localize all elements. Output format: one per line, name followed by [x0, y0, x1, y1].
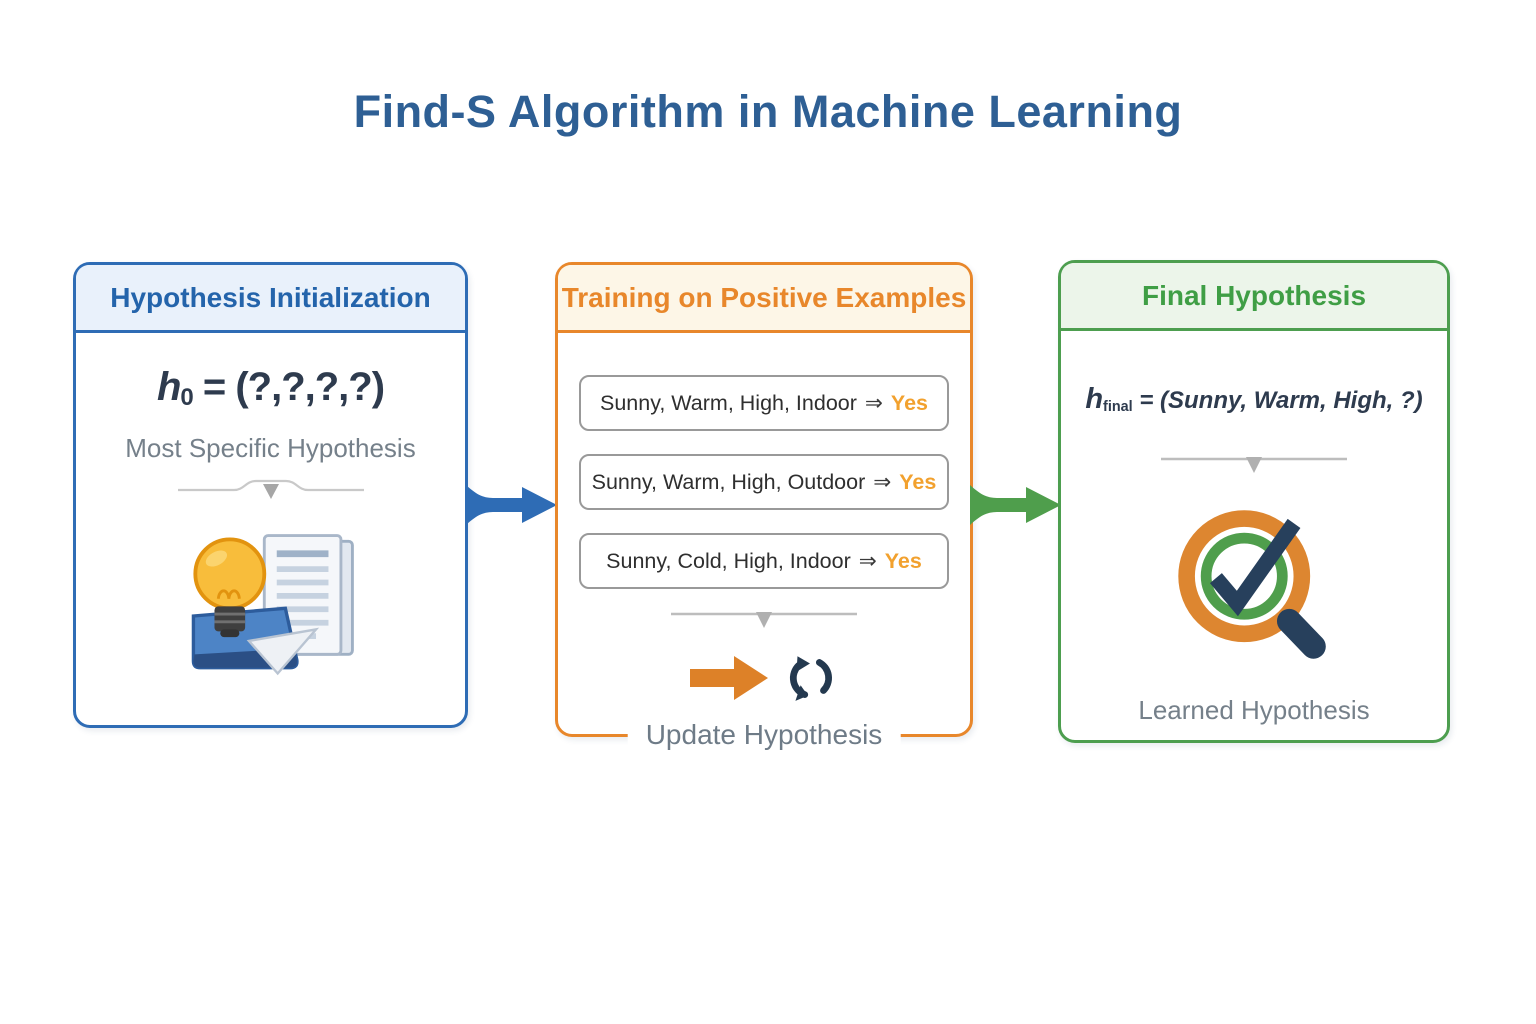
- panel-final-header: Final Hypothesis: [1061, 263, 1447, 331]
- page-title: Find-S Algorithm in Machine Learning: [353, 86, 1183, 137]
- formula-rhs: = (?,?,?,?): [202, 365, 385, 409]
- orange-right-arrow-icon: [690, 656, 768, 700]
- divider-arrow-icon: [671, 612, 857, 628]
- panel-final-hypothesis: Final Hypothesis hfinal = (Sunny, Warm, …: [1058, 260, 1450, 743]
- training-example-row: Sunny, Cold, High, Indoor ⇒ Yes: [579, 533, 949, 589]
- implies-glyph: ⇒: [873, 469, 892, 494]
- formula-rhs: = (Sunny, Warm, High, ?): [1139, 387, 1423, 414]
- divider-arrow-icon: [1161, 457, 1347, 473]
- panel-training-title: Training on Positive Examples: [561, 281, 967, 313]
- formula-subscript: final: [1103, 399, 1133, 416]
- example-condition: Sunny, Warm, High, Outdoor: [591, 469, 866, 494]
- example-condition: Sunny, Warm, High, Indoor: [599, 390, 857, 415]
- update-hypothesis-label: Update Hypothesis: [627, 717, 901, 753]
- panel-training-header: Training on Positive Examples: [558, 265, 970, 333]
- implies-glyph: ⇒: [858, 548, 877, 573]
- formula-variable: h: [1085, 383, 1104, 415]
- blue-flow-arrow-icon: [466, 485, 557, 525]
- training-example-row: Sunny, Warm, High, Indoor ⇒ Yes: [579, 375, 949, 431]
- panel-final-title: Final Hypothesis: [1141, 279, 1367, 311]
- panel-hypothesis-initialization: Hypothesis Initialization h0 = (?,?,?,?)…: [73, 262, 468, 728]
- refresh-icon: [789, 656, 832, 701]
- example-result: Yes: [899, 469, 937, 494]
- final-hypothesis-formula: hfinal = (Sunny, Warm, High, ?): [1085, 381, 1422, 422]
- update-hypothesis-row: [690, 651, 838, 705]
- panel-initialization-title: Hypothesis Initialization: [110, 281, 431, 313]
- training-example-row: Sunny, Warm, High, Outdoor ⇒ Yes: [579, 454, 949, 510]
- divider-arrow-icon: [177, 479, 364, 499]
- implies-glyph: ⇒: [864, 390, 883, 415]
- formula-subscript: 0: [180, 384, 193, 412]
- initialization-caption: Most Specific Hypothesis: [125, 433, 416, 463]
- green-flow-arrow-icon: [970, 485, 1061, 525]
- magnifier-check-icon: [1178, 510, 1326, 659]
- example-condition: Sunny, Cold, High, Indoor: [606, 548, 851, 573]
- formula-variable: h: [156, 365, 181, 409]
- lightbulb-folder-document-icon: [191, 534, 354, 676]
- panel-training-positive-examples: Training on Positive Examples Sunny, War…: [555, 262, 973, 753]
- example-result: Yes: [884, 548, 922, 573]
- final-caption: Learned Hypothesis: [1138, 695, 1370, 725]
- initial-hypothesis-formula: h0 = (?,?,?,?): [156, 363, 385, 417]
- panel-initialization-header: Hypothesis Initialization: [76, 265, 465, 333]
- example-result: Yes: [890, 390, 928, 415]
